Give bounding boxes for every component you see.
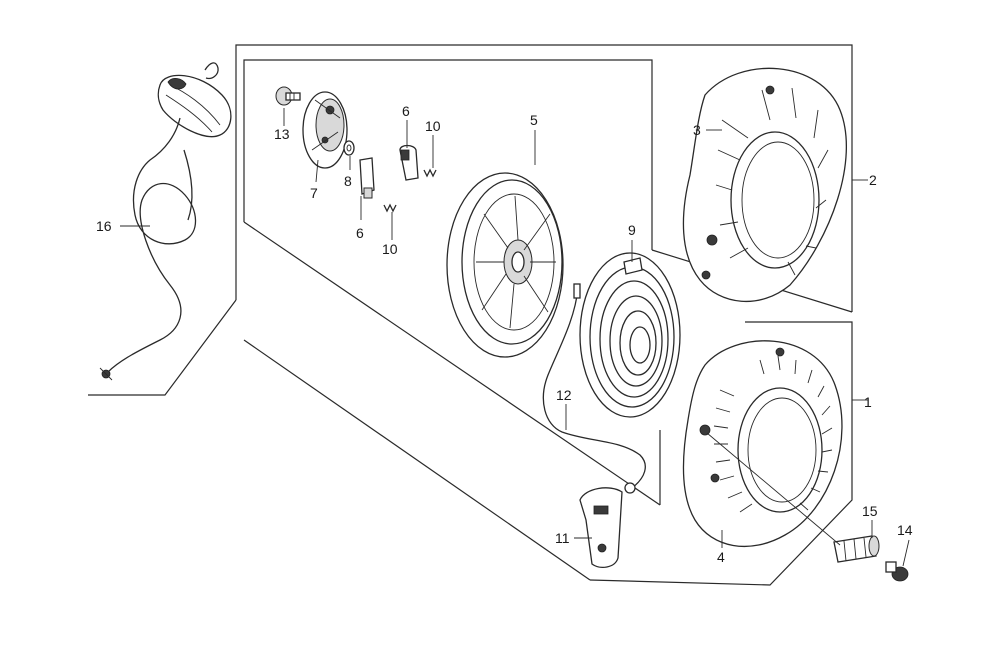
label-part-7: 7 (310, 185, 318, 201)
label-part-2: 2 (869, 172, 877, 188)
starter-cover-lower (682, 340, 843, 548)
ratchet-plate-7 (302, 91, 348, 169)
bolt-14 (885, 561, 909, 582)
label-part-1: 1 (864, 394, 872, 410)
spring-10-upper (423, 168, 437, 178)
label-part-8: 8 (344, 173, 352, 189)
recoil-spring-9 (579, 252, 681, 418)
spring-10-lower (383, 203, 397, 213)
label-part-6-upper: 6 (402, 103, 410, 119)
label-part-12: 12 (556, 387, 572, 403)
label-part-10-lower: 10 (382, 241, 398, 257)
callout-labels: 1 2 3 4 5 6 6 7 8 9 10 10 11 12 13 14 15… (96, 103, 913, 565)
ratchet-pawl-6-lower (359, 157, 375, 199)
guide-bracket-11 (579, 487, 623, 569)
label-part-14: 14 (897, 522, 913, 538)
starter-housing-upper (682, 67, 847, 303)
label-part-13: 13 (274, 126, 290, 142)
reel-pulley-5 (446, 172, 564, 358)
label-part-16: 16 (96, 218, 112, 234)
leader-lines (120, 108, 910, 567)
label-part-3: 3 (693, 122, 701, 138)
label-part-4: 4 (717, 549, 725, 565)
label-part-6-lower: 6 (356, 225, 364, 241)
rope-guide-wire-12 (542, 283, 646, 494)
label-part-5: 5 (530, 112, 538, 128)
starter-grip-rope (99, 62, 232, 381)
label-part-9: 9 (628, 222, 636, 238)
collar-15 (833, 535, 880, 563)
washer-8 (343, 140, 355, 156)
ratchet-pawl-6-upper (399, 144, 419, 181)
label-part-10-upper: 10 (425, 118, 441, 134)
label-part-15: 15 (862, 503, 878, 519)
label-part-11: 11 (555, 530, 570, 546)
bolt-13 (275, 86, 301, 106)
